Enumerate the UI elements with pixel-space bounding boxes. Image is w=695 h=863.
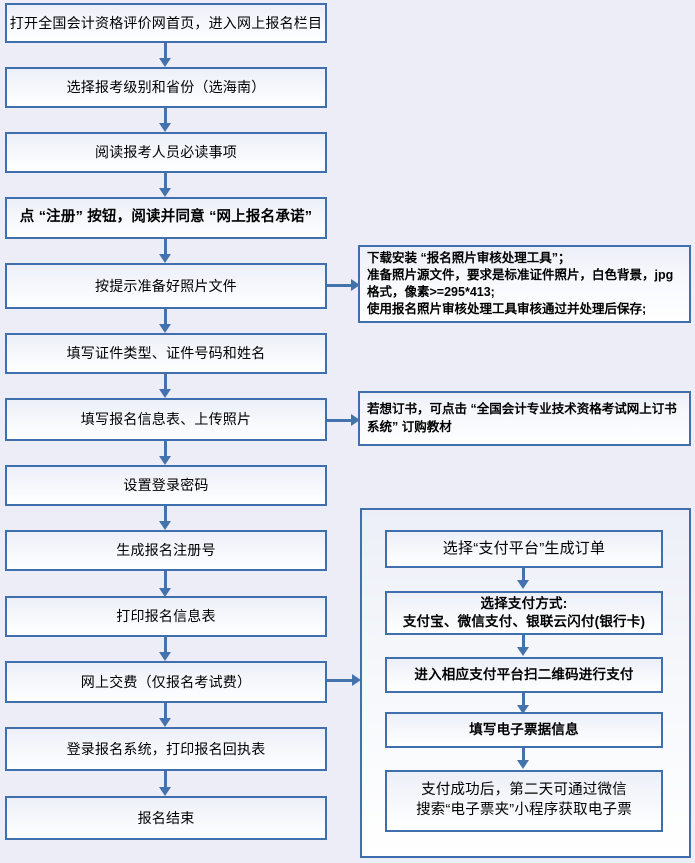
payment-step-3[interactable]: 进入相应支付平台扫二维码进行支付 [385,657,663,693]
connector-2-arrow [159,123,171,132]
flow-step-6-label: 填写证件类型、证件号码和姓名 [66,345,266,362]
payment-connector-4-arrow [517,760,529,769]
flow-step-13[interactable]: 报名结束 [5,796,327,840]
flow-step-7[interactable]: 填写报名信息表、上传照片 [5,398,327,441]
note-book-order-text: 若想订书，可点击 “全国会计专业技术资格考试网上订书系统” 订购教材 [367,402,677,434]
connector-1-line [164,43,167,61]
connector-3-line [164,173,167,191]
flow-step-12[interactable]: 登录报名系统，打印报名回执表 [5,727,327,771]
flow-step-5[interactable]: 按提示准备好照片文件 [5,263,327,309]
payment-step-4-label: 填写电子票据信息 [469,721,579,737]
flow-step-1-label: 打开全国会计资格评价网首页，进入网上报名栏目 [9,14,323,31]
branch-photo-note-arrow [351,279,360,291]
connector-10-line [164,637,167,655]
connector-7-line [164,441,167,460]
payment-connector-2-line [522,635,525,649]
connector-5-arrow [159,324,171,333]
flow-step-3-label: 阅读报考人员必读事项 [95,144,237,161]
flow-step-11[interactable]: 网上交费（仅报名考试费） [5,661,327,703]
flow-step-3[interactable]: 阅读报考人员必读事项 [5,132,327,173]
payment-step-1[interactable]: 选择“支付平台”生成订单 [385,530,663,568]
payment-connector-3-arrow [517,705,529,714]
payment-step-2-label: 选择支付方式: 支付宝、微信支付、银联云闪付(银行卡) [402,595,646,629]
branch-payment-arrow [352,674,361,686]
payment-connector-1-arrow [517,580,529,589]
connector-7-arrow [159,456,171,465]
flow-step-10[interactable]: 打印报名信息表 [5,596,327,637]
connector-4-arrow [159,254,171,263]
connector-3-arrow [159,188,171,197]
flow-step-1[interactable]: 打开全国会计资格评价网首页，进入网上报名栏目 [5,3,327,43]
flow-step-9-label: 生成报名注册号 [116,542,216,559]
connector-12-line [164,771,167,790]
flow-step-8-label: 设置登录密码 [123,477,209,494]
flow-step-12-label: 登录报名系统，打印报名回执表 [66,740,266,757]
note-photo-requirements-text: 下载安装 “报名照片审核处理工具”； 准备照片源文件，要求是标准证件照片，白色背… [367,250,674,317]
flow-step-7-label: 填写报名信息表、上传照片 [80,411,252,428]
connector-2-line [164,108,167,126]
payment-step-4[interactable]: 填写电子票据信息 [385,712,663,748]
flow-step-5-label: 按提示准备好照片文件 [95,277,237,294]
flow-step-2[interactable]: 选择报考级别和省份（选海南） [5,67,327,108]
flow-step-4-label: 点 “注册” 按钮，阅读并同意 “网上报名承诺” [19,209,313,226]
payment-connector-3-line [522,693,525,707]
connector-8-arrow [159,521,171,530]
flow-step-13-label: 报名结束 [137,809,195,826]
connector-6-line [164,374,167,392]
payment-step-5-label: 支付成功后，第二天可通过微信 搜索“电子票夹”小程序获取电子票 [416,782,632,818]
connector-12-arrow [159,787,171,796]
payment-step-3-label: 进入相应支付平台扫二维码进行支付 [414,666,634,682]
payment-connector-4-line [522,748,525,762]
connector-1-arrow [159,58,171,67]
connector-6-arrow [159,389,171,398]
payment-connector-1-line [522,568,525,582]
flow-step-4[interactable]: 点 “注册” 按钮，阅读并同意 “网上报名承诺” [5,197,327,239]
connector-9-arrow [159,588,171,597]
flow-step-8[interactable]: 设置登录密码 [5,465,327,506]
branch-payment-line [327,679,355,682]
flow-step-9[interactable]: 生成报名注册号 [5,530,327,571]
payment-step-1-label: 选择“支付平台”生成订单 [442,539,606,557]
payment-connector-2-arrow [517,647,529,656]
payment-step-2[interactable]: 选择支付方式: 支付宝、微信支付、银联云闪付(银行卡) [385,591,663,635]
flow-step-10-label: 打印报名信息表 [116,608,216,625]
connector-11-line [164,703,167,721]
flow-step-6[interactable]: 填写证件类型、证件号码和姓名 [5,333,327,374]
flow-step-2-label: 选择报考级别和省份（选海南） [66,79,266,96]
connector-8-line [164,506,167,524]
connector-5-line [164,309,167,327]
branch-book-note-line [327,419,353,422]
payment-step-5[interactable]: 支付成功后，第二天可通过微信 搜索“电子票夹”小程序获取电子票 [385,770,663,832]
flow-step-11-label: 网上交费（仅报名考试费） [80,673,252,690]
connector-11-arrow [159,718,171,727]
connector-9-line [164,571,167,591]
note-photo-requirements: 下载安装 “报名照片审核处理工具”； 准备照片源文件，要求是标准证件照片，白色背… [358,245,691,323]
branch-book-note-arrow [351,414,360,426]
connector-4-line [164,239,167,257]
connector-10-arrow [159,652,171,661]
branch-photo-note-line [327,284,353,287]
note-book-order: 若想订书，可点击 “全国会计专业技术资格考试网上订书系统” 订购教材 [358,391,691,446]
